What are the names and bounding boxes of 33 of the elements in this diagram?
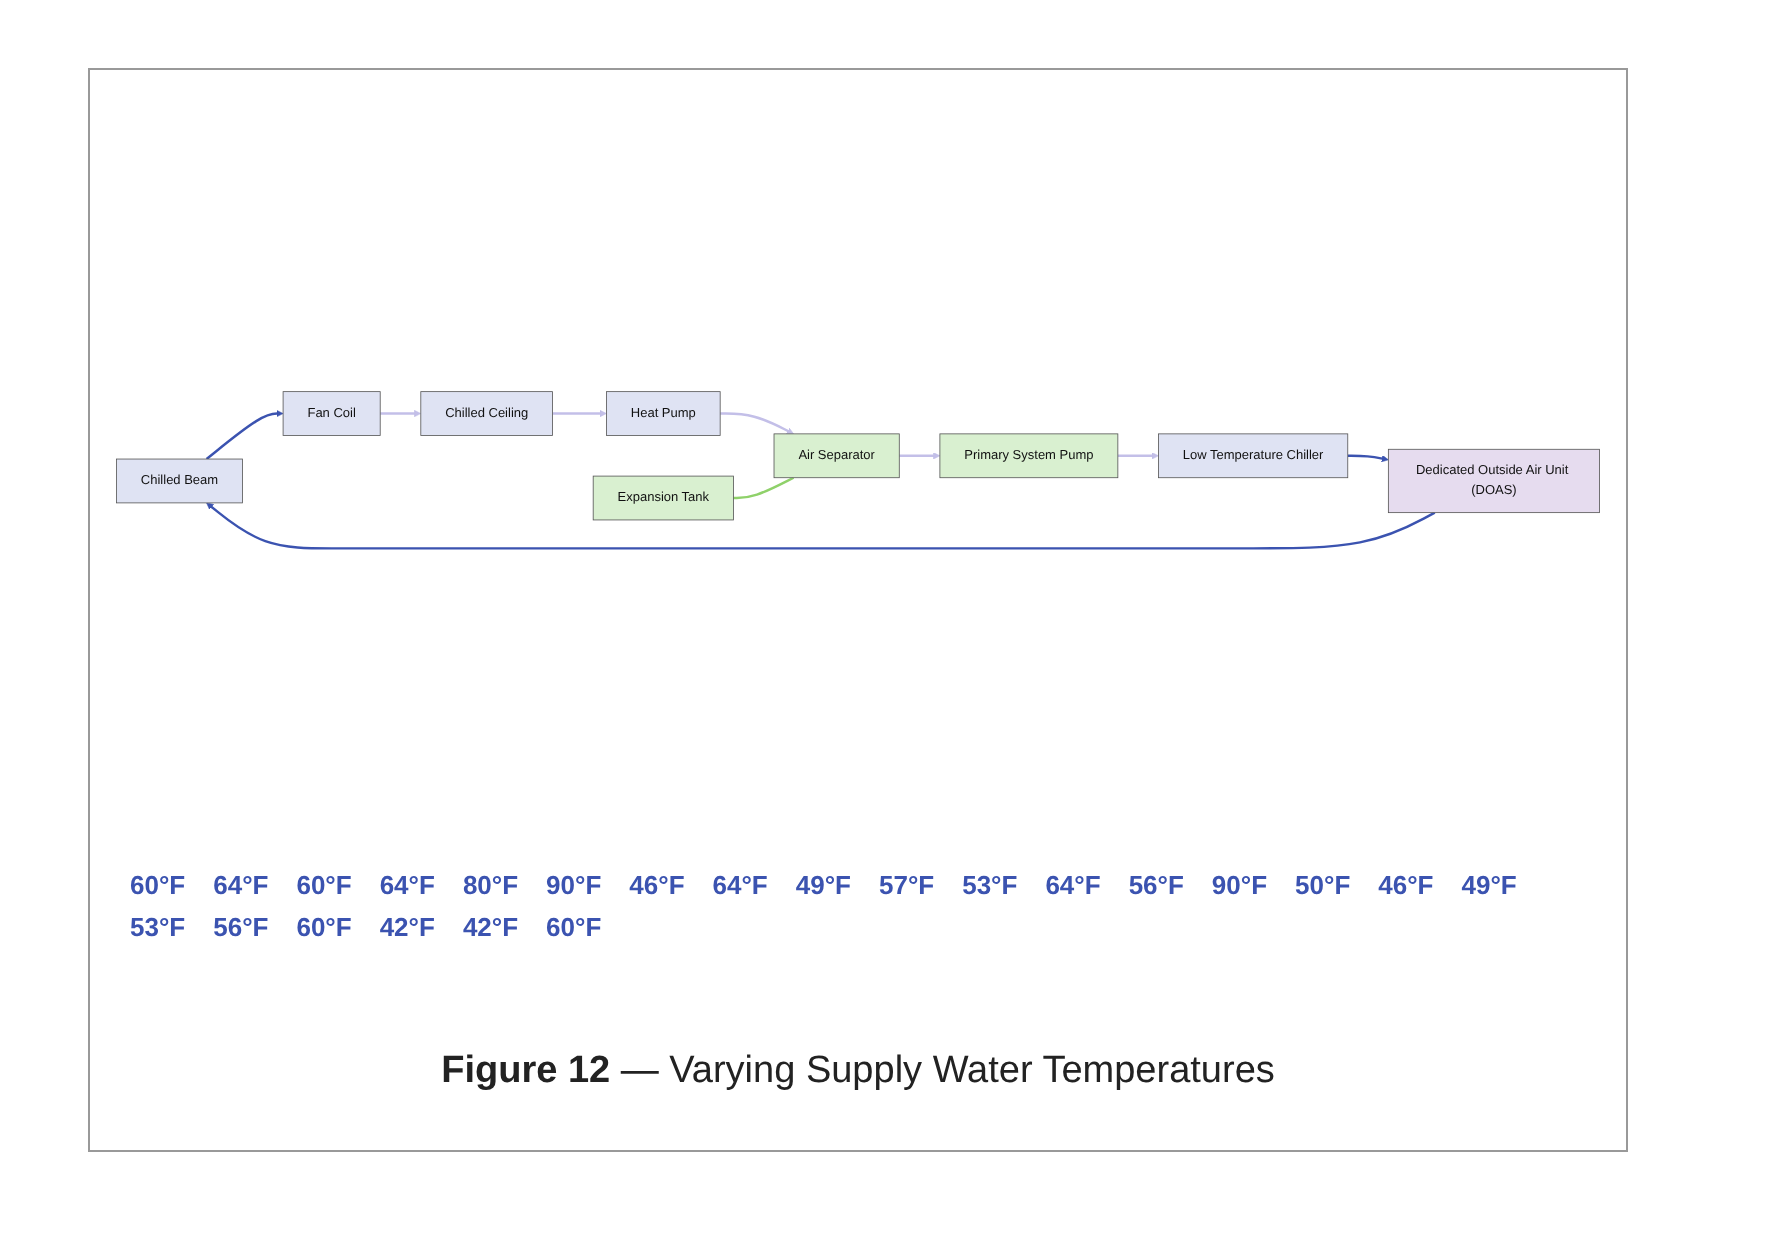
temperature-label: 80°F [462, 870, 519, 900]
arrow [1347, 454, 1389, 463]
temperature-label: 90°F [546, 870, 602, 900]
temperature-label: 64°F [712, 870, 768, 900]
arrow [1117, 452, 1159, 460]
arrow [552, 410, 607, 418]
arrow [206, 502, 1436, 550]
temperature-label: 50°F [1295, 870, 1351, 900]
temperature-label: 56°F [1128, 870, 1184, 900]
temperature-label: 46°F [629, 870, 685, 900]
temperature-label: 56°F [213, 912, 269, 942]
temperature-label: 60°F [130, 870, 186, 900]
temperature-label: 64°F [213, 870, 269, 900]
temperature-label: 49°F [1461, 870, 1517, 900]
temperature-label: 64°F [1045, 870, 1101, 900]
figure-caption: Figure 12 — Varying Supply Water Temperatures [439, 1050, 1277, 1094]
temperature-label: 60°F [546, 912, 602, 942]
temperature-label: 60°F [296, 912, 352, 942]
arrow [205, 410, 284, 460]
arrow [899, 452, 941, 460]
connector [733, 476, 795, 500]
temperature-label: 90°F [1211, 870, 1268, 900]
temperature-label: 57°F [878, 870, 935, 900]
temperature-label: 49°F [795, 870, 851, 900]
temperature-label: 42°F [379, 912, 435, 942]
temperature-label: 42°F [462, 912, 519, 942]
temperature-label: 53°F [130, 912, 186, 942]
temperature-label: 60°F [296, 870, 352, 900]
arrow [720, 412, 794, 435]
arrow [380, 410, 422, 418]
temperature-label: 64°F [379, 870, 435, 900]
temperature-label: 53°F [962, 870, 1018, 900]
temperature-label: 46°F [1378, 870, 1434, 900]
